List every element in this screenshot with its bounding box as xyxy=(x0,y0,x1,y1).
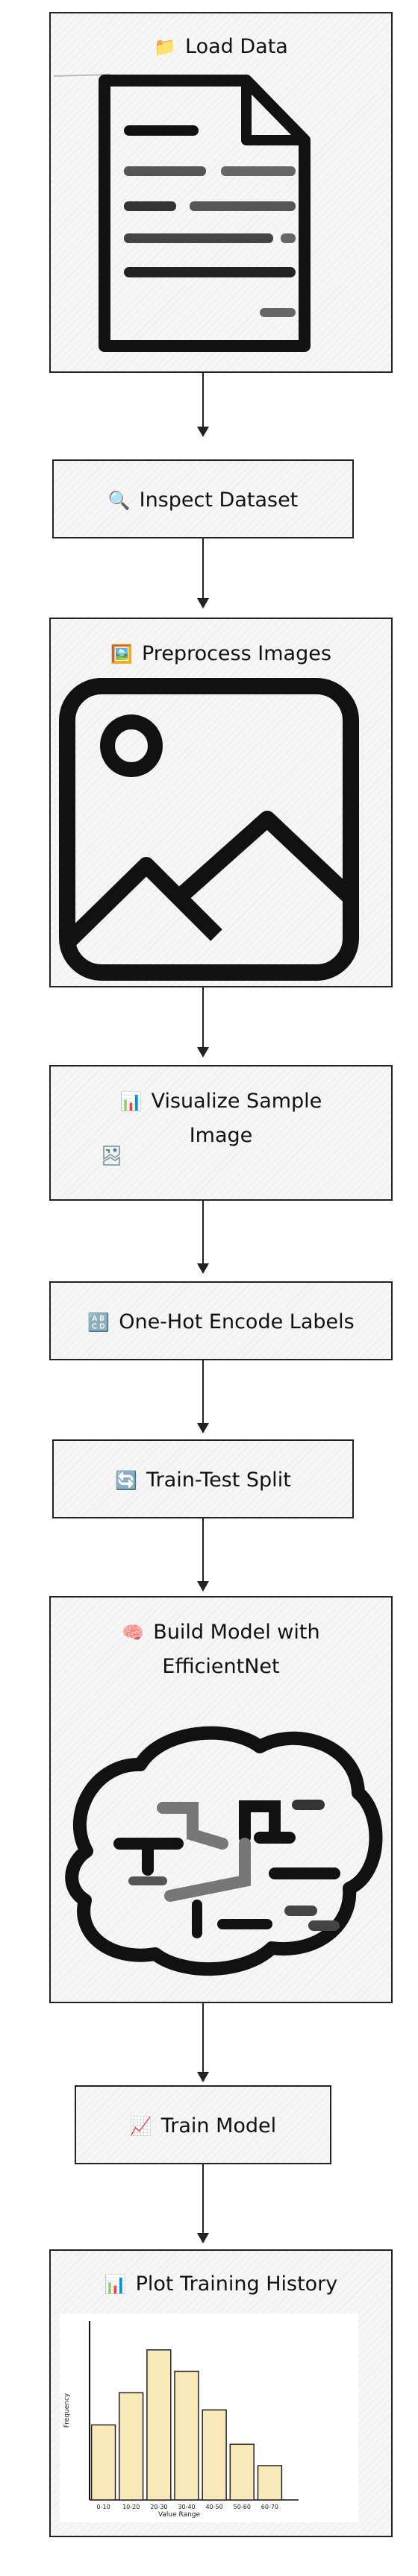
document-icon xyxy=(53,74,311,352)
node-preprocess-images: 🖼️ Preprocess Images xyxy=(49,618,393,987)
broken-image-icon xyxy=(103,1146,120,1166)
node-train-model: 📈 Train Model xyxy=(75,2085,331,2164)
arrow-7-head xyxy=(197,2072,209,2082)
node-build-model: 🧠 Build Model with EfficientNet xyxy=(49,1596,393,2003)
node-inspect-dataset-label: Inspect Dataset xyxy=(139,489,299,512)
x-tick-label: 50-60 xyxy=(234,2504,251,2510)
node-build-model-label: Build Model with xyxy=(153,1621,320,1644)
node-build-model-title-line2: EfficientNet xyxy=(162,1655,280,1678)
node-load-data: 📁 Load Data xyxy=(49,12,393,373)
histogram-bar xyxy=(146,2349,172,2501)
node-one-hot-encode-title: 🔠 One-Hot Encode Labels xyxy=(51,1305,391,1339)
arrow-2-head xyxy=(197,598,209,609)
histogram-bar xyxy=(90,2424,116,2501)
x-tick-label: 30-40 xyxy=(178,2504,195,2510)
node-visualize-sample-label: Visualize Sample xyxy=(151,1090,322,1113)
arrow-4-head xyxy=(197,1263,209,1274)
bar-chart-icon: 📊 xyxy=(104,2274,127,2295)
node-one-hot-encode-label: One-Hot Encode Labels xyxy=(119,1310,355,1333)
node-train-test-split: 🔄 Train-Test Split xyxy=(52,1439,354,1518)
node-train-model-title: 📈 Train Model xyxy=(76,2109,330,2143)
node-train-test-split-title: 🔄 Train-Test Split xyxy=(54,1463,352,1498)
arrow-5 xyxy=(202,1360,204,1423)
histogram-bar xyxy=(174,2370,199,2501)
node-build-model-title: 🧠 Build Model with xyxy=(51,1615,391,1650)
node-inspect-dataset: 🔍 Inspect Dataset xyxy=(52,459,354,538)
framed-picture-icon: 🖼️ xyxy=(110,644,133,665)
arrow-2 xyxy=(202,538,204,598)
arrow-3 xyxy=(202,987,204,1047)
x-tick-label: 40-50 xyxy=(205,2504,222,2510)
node-plot-history: 📊 Plot Training History 0-10 10-20 20-30 30-… xyxy=(49,2249,393,2537)
node-preprocess-images-title: 🖼️ Preprocess Images xyxy=(51,637,391,671)
cycle-arrows-icon: 🔄 xyxy=(115,1470,138,1491)
abcd-input-icon: 🔠 xyxy=(87,1312,110,1333)
histogram-bar xyxy=(118,2392,144,2501)
node-train-model-label: Train Model xyxy=(160,2114,277,2137)
x-tick-label: 0-10 xyxy=(97,2504,110,2510)
histogram-bar xyxy=(202,2409,227,2501)
brain-emoji-icon: 🧠 xyxy=(122,1622,145,1643)
node-inspect-dataset-title: 🔍 Inspect Dataset xyxy=(54,483,352,518)
x-tick-label: 10-20 xyxy=(122,2504,140,2510)
node-preprocess-images-label: Preprocess Images xyxy=(142,642,331,665)
trend-chart-icon: 📈 xyxy=(129,2116,152,2137)
arrow-8-head xyxy=(197,2233,209,2243)
brain-icon xyxy=(65,1726,383,1976)
node-plot-history-title: 📊 Plot Training History xyxy=(51,2267,391,2302)
arrow-5-head xyxy=(197,1423,209,1433)
arrow-6-head xyxy=(197,1581,209,1592)
histogram-bar xyxy=(229,2443,255,2501)
histogram-chart: 0-10 10-20 20-30 30-40 40-50 50-60 60-70 Value… xyxy=(60,2313,358,2522)
node-visualize-sample-title: 📊 Visualize Sample xyxy=(51,1084,391,1119)
node-load-data-label: Load Data xyxy=(185,35,288,58)
x-tick-label: 20-30 xyxy=(150,2504,167,2510)
arrow-8 xyxy=(202,2164,204,2233)
node-visualize-sample: 📊 Visualize Sample Image xyxy=(49,1065,393,1201)
node-one-hot-encode: 🔠 One-Hot Encode Labels xyxy=(49,1281,393,1360)
arrow-3-head xyxy=(197,1047,209,1058)
node-load-data-title: 📁 Load Data xyxy=(51,30,391,64)
arrow-4 xyxy=(202,1201,204,1263)
image-picture-icon xyxy=(59,678,359,981)
chart-y-axis-label: Frequency xyxy=(63,2393,71,2428)
arrow-1 xyxy=(202,373,204,427)
node-plot-history-label: Plot Training History xyxy=(135,2272,338,2296)
bar-chart-icon: 📊 xyxy=(119,1091,143,1112)
chart-x-axis-label: Value Range xyxy=(158,2511,201,2519)
arrow-6 xyxy=(202,1518,204,1581)
node-visualize-sample-title-line2: Image xyxy=(189,1124,253,1147)
node-train-test-split-label: Train-Test Split xyxy=(146,1468,291,1492)
folder-icon: 📁 xyxy=(154,37,177,57)
arrow-1-head xyxy=(197,427,209,437)
magnifier-icon: 🔍 xyxy=(107,490,131,511)
arrow-7 xyxy=(202,2003,204,2072)
histogram-bar xyxy=(257,2465,283,2501)
x-tick-label: 60-70 xyxy=(261,2504,278,2510)
